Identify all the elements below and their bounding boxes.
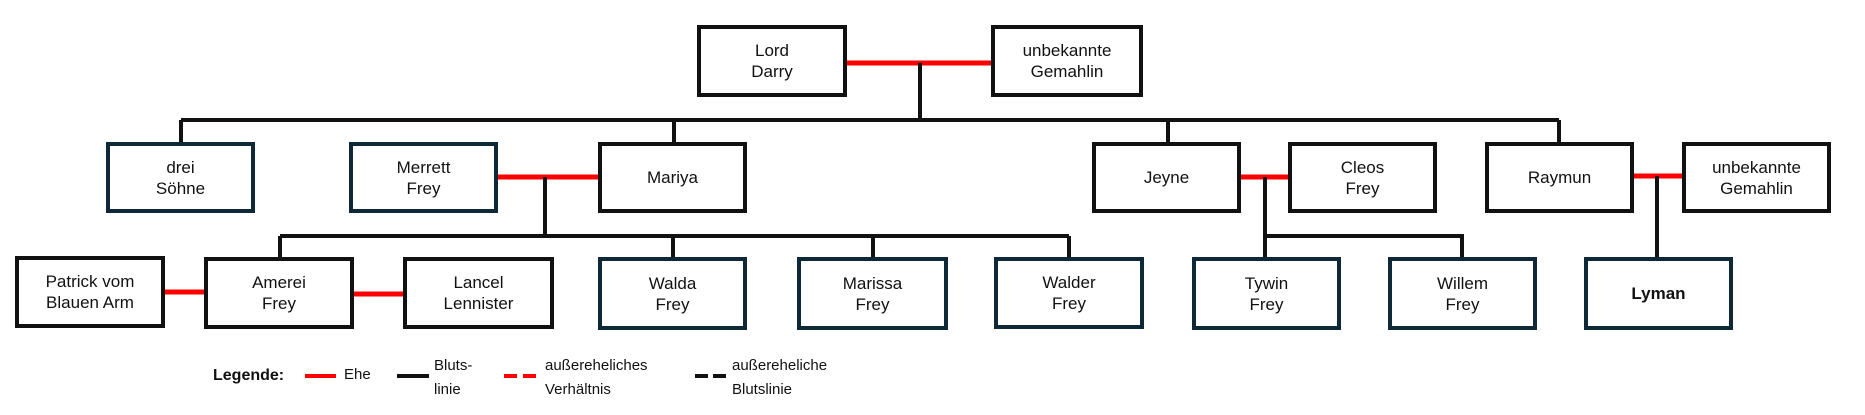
person-raymun: Raymun — [1485, 142, 1634, 213]
name-line: Tywin — [1244, 273, 1289, 293]
name-line: Walda — [648, 273, 697, 293]
name-line: Walder — [1042, 273, 1096, 292]
legend-bloodline-swatch — [397, 374, 429, 378]
name-line: Frey — [1249, 294, 1284, 314]
legend-text-line: außereheliches — [545, 357, 648, 374]
legend-text-line: Blutslinie — [732, 381, 793, 398]
name-line: Patrick vom — [45, 272, 135, 291]
name-line: Frey — [1052, 294, 1086, 313]
name-line: unbekannte — [1712, 157, 1801, 177]
name-line: Frey — [855, 294, 890, 314]
person-jeyne: Jeyne — [1092, 142, 1241, 213]
bloodline-merrett-children — [278, 177, 1071, 257]
name-line: Frey — [1445, 294, 1480, 314]
bloodline-darry-children — [179, 63, 1561, 142]
legend-title: Legende: — [213, 367, 285, 384]
legend-marriage-label: Ehe — [344, 366, 371, 383]
name-line: unbekannte — [1022, 41, 1112, 60]
name-line: Frey — [262, 294, 296, 313]
name-line: Frey — [655, 294, 690, 314]
name-line: Lancel — [453, 273, 504, 292]
legend-marriage-swatch — [305, 374, 336, 378]
name-line: Frey — [1345, 178, 1380, 198]
name-line: Lennister — [443, 294, 514, 313]
name-line: Amerei — [252, 273, 306, 292]
legend-text-line: außereheliche — [732, 357, 828, 374]
legend-affair-swatch — [504, 374, 536, 378]
name-line: Gemahlin — [1030, 62, 1104, 81]
person-mariya: Mariya — [598, 142, 747, 213]
name-line: Willem — [1437, 273, 1488, 293]
name-line: Cleos — [1340, 157, 1385, 177]
name-line: Marissa — [842, 273, 903, 293]
name-line: Lord — [754, 41, 790, 60]
name-line: Lyman — [1631, 284, 1686, 303]
legend-text-line: linie — [434, 381, 461, 398]
name-line: Frey — [406, 178, 441, 198]
name-line: Merrett — [396, 157, 451, 177]
name-line: Darry — [751, 62, 793, 81]
name-line: Raymun — [1527, 168, 1592, 187]
legend-text-line: Bluts- — [434, 357, 473, 374]
person-lyman: Lyman — [1584, 257, 1733, 330]
name-line: Gemahlin — [1720, 178, 1793, 198]
bloodline-jeyne-children — [1263, 177, 1464, 257]
legend-text-line: Verhältnis — [545, 381, 611, 398]
name-line: drei — [166, 157, 195, 177]
legend-illegitimate-swatch — [695, 374, 726, 378]
name-line: Jeyne — [1143, 168, 1190, 187]
name-line: Söhne — [155, 178, 206, 198]
name-line: Mariya — [646, 168, 698, 187]
name-line: Blauen Arm — [46, 293, 134, 312]
legend-bloodline-label: Bluts-linie — [434, 354, 472, 402]
